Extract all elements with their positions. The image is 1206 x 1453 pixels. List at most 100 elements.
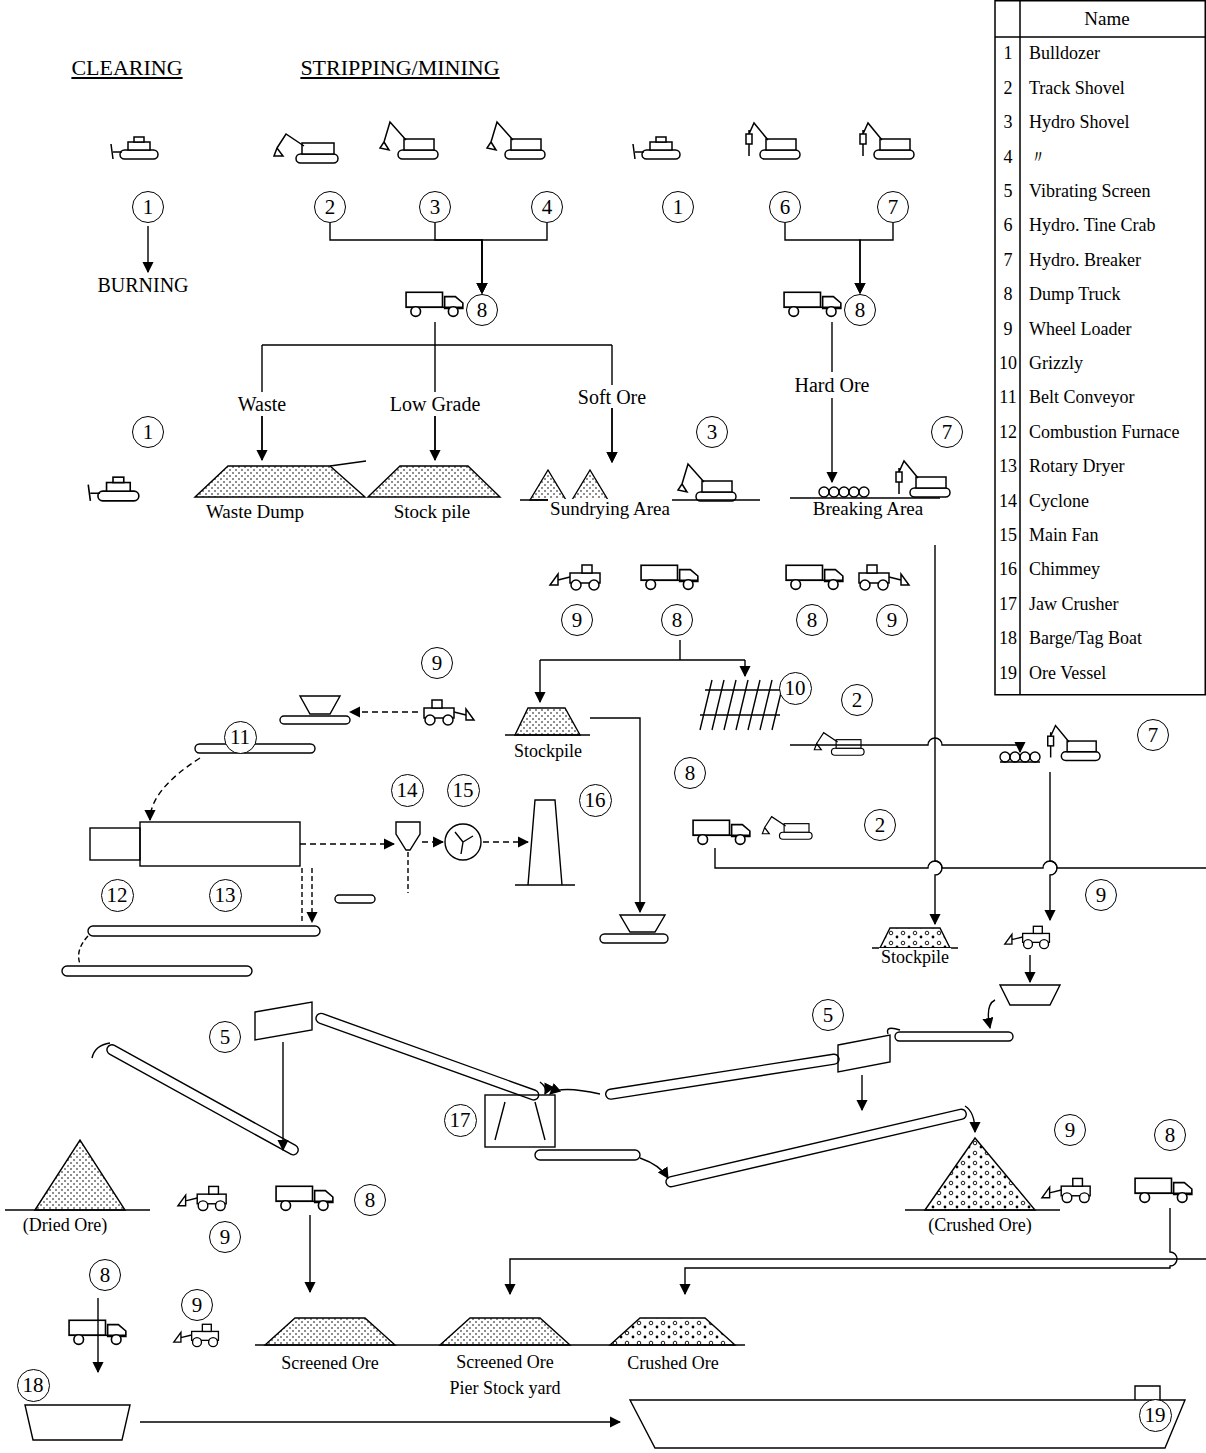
callout-circle: 8 (89, 1259, 121, 1291)
callout-circle: 7 (877, 191, 909, 223)
piles-and-plant (5, 461, 1185, 1448)
callout-circle: 9 (561, 604, 593, 636)
flow-label: Sundrying Area (548, 499, 672, 520)
flow-connector (435, 223, 482, 293)
callout-number: 7 (888, 197, 899, 218)
callout-circle: 16 (579, 784, 612, 817)
callout-circle: 8 (674, 757, 706, 789)
flow-label: Pier Stock yard (448, 1379, 563, 1399)
callout-circle: 8 (466, 294, 498, 326)
section-heading: STRIPPING/MINING (298, 56, 501, 80)
callout-number: 10 (785, 678, 806, 699)
callout-number: 8 (672, 610, 683, 631)
callout-number: 3 (430, 197, 441, 218)
callout-circle: 8 (844, 294, 876, 326)
flow-label: Stockpile (879, 948, 951, 968)
callout-circle: 19 (1139, 1399, 1172, 1432)
callout-circle: 10 (779, 672, 812, 705)
table-cell: 14 (997, 492, 1019, 512)
table-cell: Jaw Crusher (1027, 595, 1120, 615)
table-cell: 18 (997, 629, 1019, 649)
callout-number: 8 (365, 1190, 376, 1211)
callout-number: 9 (192, 1295, 203, 1316)
callout-number: 1 (143, 197, 154, 218)
table-cell: 13 (997, 457, 1019, 477)
flow-label: Soft Ore (576, 386, 648, 408)
callout-number: 8 (855, 300, 866, 321)
table-cell: Vibrating Screen (1027, 182, 1152, 202)
callout-number: 9 (1065, 1120, 1076, 1141)
callout-circle: 7 (1137, 719, 1169, 751)
table-cell: Cyclone (1027, 492, 1091, 512)
callout-circle: 1 (662, 191, 694, 223)
callout-circle: 3 (419, 191, 451, 223)
callout-circle: 8 (661, 604, 693, 636)
callout-number: 2 (325, 197, 336, 218)
table-cell: Grizzly (1027, 354, 1085, 374)
flow-connector (860, 223, 893, 293)
flow-label: Screened Ore (454, 1353, 555, 1373)
callout-number: 8 (100, 1265, 111, 1286)
table-cell: Name (1082, 9, 1131, 30)
table-cell: 17 (997, 595, 1019, 615)
callout-number: 2 (875, 815, 886, 836)
callout-number: 8 (807, 610, 818, 631)
table-cell: 5 (1002, 182, 1015, 202)
callout-number: 18 (23, 1375, 44, 1396)
table-cell: 1 (1002, 44, 1015, 64)
callout-number: 1 (143, 422, 154, 443)
callout-number: 15 (453, 780, 474, 801)
table-cell: 11 (997, 388, 1018, 408)
table-cell: Ore Vessel (1027, 664, 1108, 684)
callout-circle: 7 (931, 416, 963, 448)
flow-label: Breaking Area (811, 499, 925, 520)
table-cell: Belt Conveyor (1027, 388, 1137, 408)
callout-circle: 1 (132, 191, 164, 223)
callout-circle: 9 (1085, 879, 1117, 911)
callout-number: 9 (887, 610, 898, 631)
callout-circle: 17 (444, 1104, 477, 1137)
flow-label: (Crushed Ore) (926, 1216, 1033, 1236)
flow-label: (Dried Ore) (21, 1216, 109, 1236)
table-cell: 2 (1002, 79, 1015, 99)
table-cell: Hydro. Breaker (1027, 251, 1143, 271)
flow-connector (785, 223, 860, 293)
callout-number: 16 (585, 790, 606, 811)
table-cell: Hydro. Tine Crab (1027, 216, 1158, 236)
callout-circle: 9 (421, 647, 453, 679)
callout-number: 9 (572, 610, 583, 631)
table-cell: 8 (1002, 285, 1015, 305)
callout-number: 5 (220, 1027, 231, 1048)
callout-circle: 2 (841, 684, 873, 716)
callout-circle: 6 (769, 191, 801, 223)
flow-label: Stockpile (512, 742, 584, 762)
flow-lines (79, 226, 1206, 1422)
callout-circle: 2 (314, 191, 346, 223)
callout-circle: 2 (864, 809, 896, 841)
callout-number: 7 (1148, 725, 1159, 746)
callout-circle: 9 (1054, 1114, 1086, 1146)
table-cell: Dump Truck (1027, 285, 1123, 305)
callout-number: 8 (685, 763, 696, 784)
callout-circle: 9 (209, 1221, 241, 1253)
callout-circle: 18 (17, 1369, 50, 1402)
callout-circle: 12 (101, 879, 134, 912)
flow-label: Crushed Ore (625, 1354, 720, 1374)
table-cell: Hydro Shovel (1027, 113, 1132, 133)
table-cell: 〃 (1027, 148, 1049, 168)
table-cell: Track Shovel (1027, 79, 1127, 99)
table-cell: 3 (1002, 113, 1015, 133)
callout-circle: 4 (531, 191, 563, 223)
flow-label: Waste (236, 393, 288, 415)
table-cell: 12 (997, 423, 1019, 443)
table-cell: Combustion Furnace (1027, 423, 1182, 443)
table-cell: 6 (1002, 216, 1015, 236)
callout-circle: 9 (181, 1289, 213, 1321)
table-cell: 19 (997, 664, 1019, 684)
flow-label: Screened Ore (279, 1354, 380, 1374)
table-cell: 10 (997, 354, 1019, 374)
flow-label: BURNING (95, 274, 190, 296)
flow-label: Hard Ore (793, 374, 872, 396)
callout-number: 12 (107, 885, 128, 906)
table-cell: Rotary Dryer (1027, 457, 1126, 477)
